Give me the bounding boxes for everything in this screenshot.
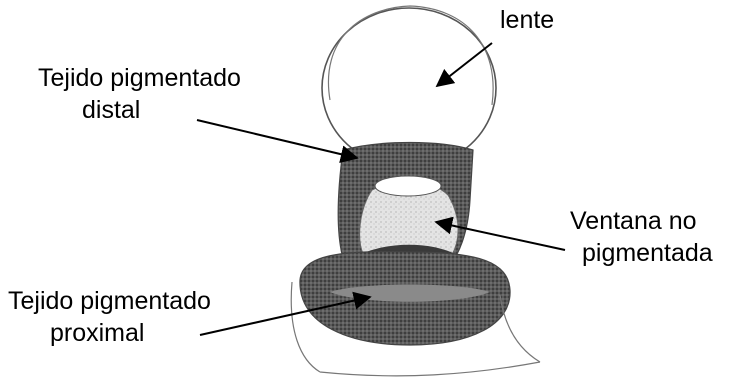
label-window: Ventana no pigmentada xyxy=(570,205,713,269)
label-lente: lente xyxy=(500,4,554,36)
window-inner-oval xyxy=(375,176,441,196)
label-lente-text: lente xyxy=(500,4,554,36)
label-distal-line1: Tejido pigmentado xyxy=(38,62,241,94)
label-proximal-line1: Tejido pigmentado xyxy=(8,285,211,317)
label-distal: Tejido pigmentado distal xyxy=(38,62,241,126)
label-window-line2: pigmentada xyxy=(570,237,713,269)
label-proximal: Tejido pigmentado proximal xyxy=(8,285,211,349)
label-distal-line2: distal xyxy=(38,94,241,126)
label-proximal-line2: proximal xyxy=(8,317,211,349)
label-window-line1: Ventana no xyxy=(570,205,713,237)
